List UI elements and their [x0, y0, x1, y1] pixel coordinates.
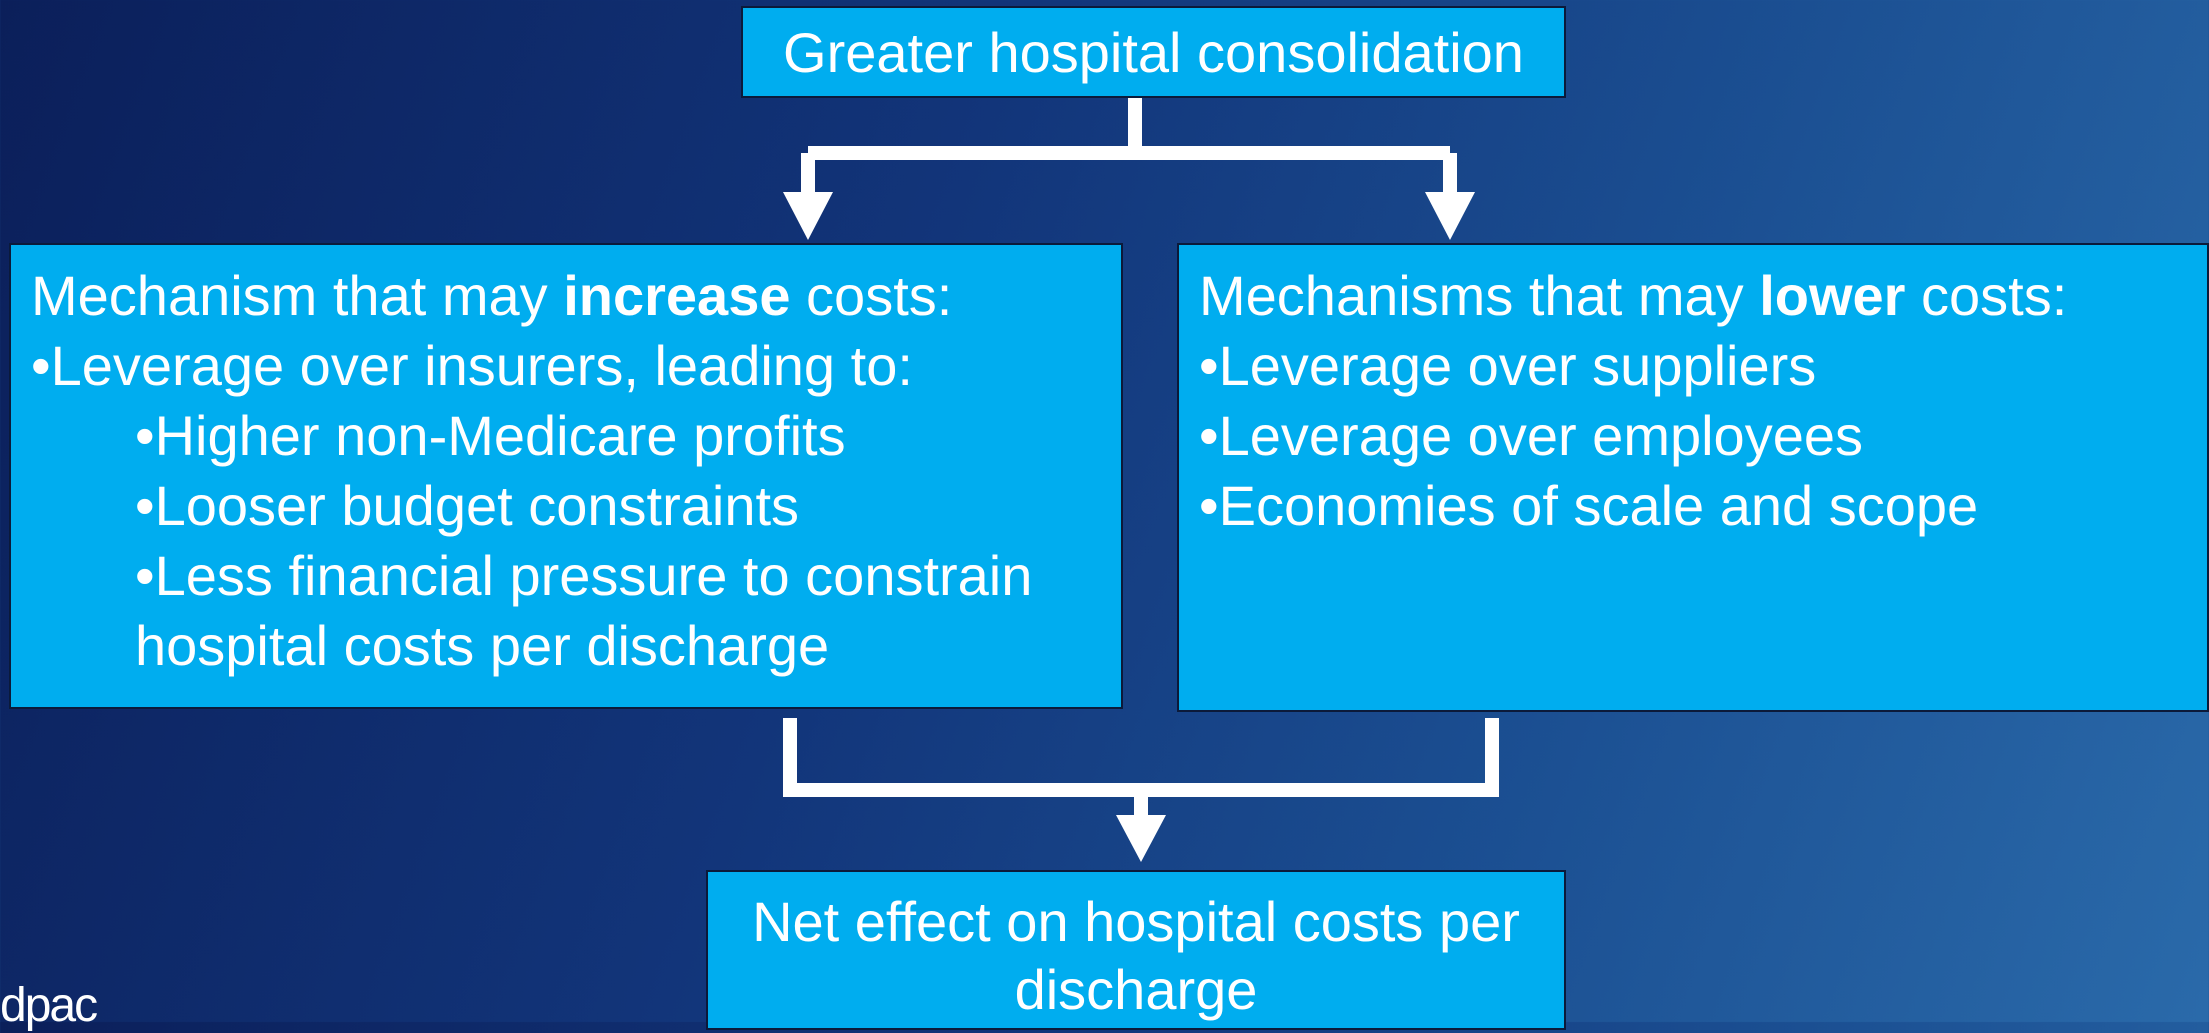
net-effect-line-1: Net effect on hospital costs per	[752, 890, 1520, 953]
increase-heading: Mechanism that may increase costs:	[31, 264, 953, 327]
list-item: •Higher non-Medicare profits	[135, 404, 846, 467]
list-item: •Leverage over suppliers	[1199, 334, 1817, 397]
list-item: hospital costs per discharge	[135, 614, 830, 677]
consolidation-label: Greater hospital consolidation	[783, 20, 1524, 84]
medpac-logo: dpac	[0, 979, 98, 1032]
increase-emphasis: increase	[563, 264, 791, 327]
list-item: •Looser budget constraints	[135, 474, 800, 537]
arrow-bottom-down	[1116, 815, 1166, 862]
list-item: •Economies of scale and scope	[1199, 474, 1979, 537]
bottom-merge-connector	[783, 718, 1499, 818]
list-item: •Leverage over employees	[1199, 404, 1863, 467]
list-item: •Leverage over insurers, leading to:	[31, 334, 913, 397]
increase-costs-box: Mechanism that may increase costs: •Leve…	[9, 243, 1123, 709]
consolidation-box: Greater hospital consolidation	[741, 6, 1566, 98]
lower-heading: Mechanisms that may lower costs:	[1199, 264, 2068, 327]
top-split-connector	[801, 98, 1457, 195]
lower-costs-box: Mechanisms that may lower costs: •Levera…	[1177, 243, 2209, 712]
arrow-left-down	[783, 192, 833, 240]
list-item: •Less financial pressure to constrain	[135, 544, 1033, 607]
net-effect-box: Net effect on hospital costs per dischar…	[706, 870, 1566, 1030]
net-effect-line-2: discharge	[1014, 958, 1258, 1021]
arrow-right-down	[1425, 192, 1475, 240]
lower-emphasis: lower	[1759, 264, 1906, 327]
